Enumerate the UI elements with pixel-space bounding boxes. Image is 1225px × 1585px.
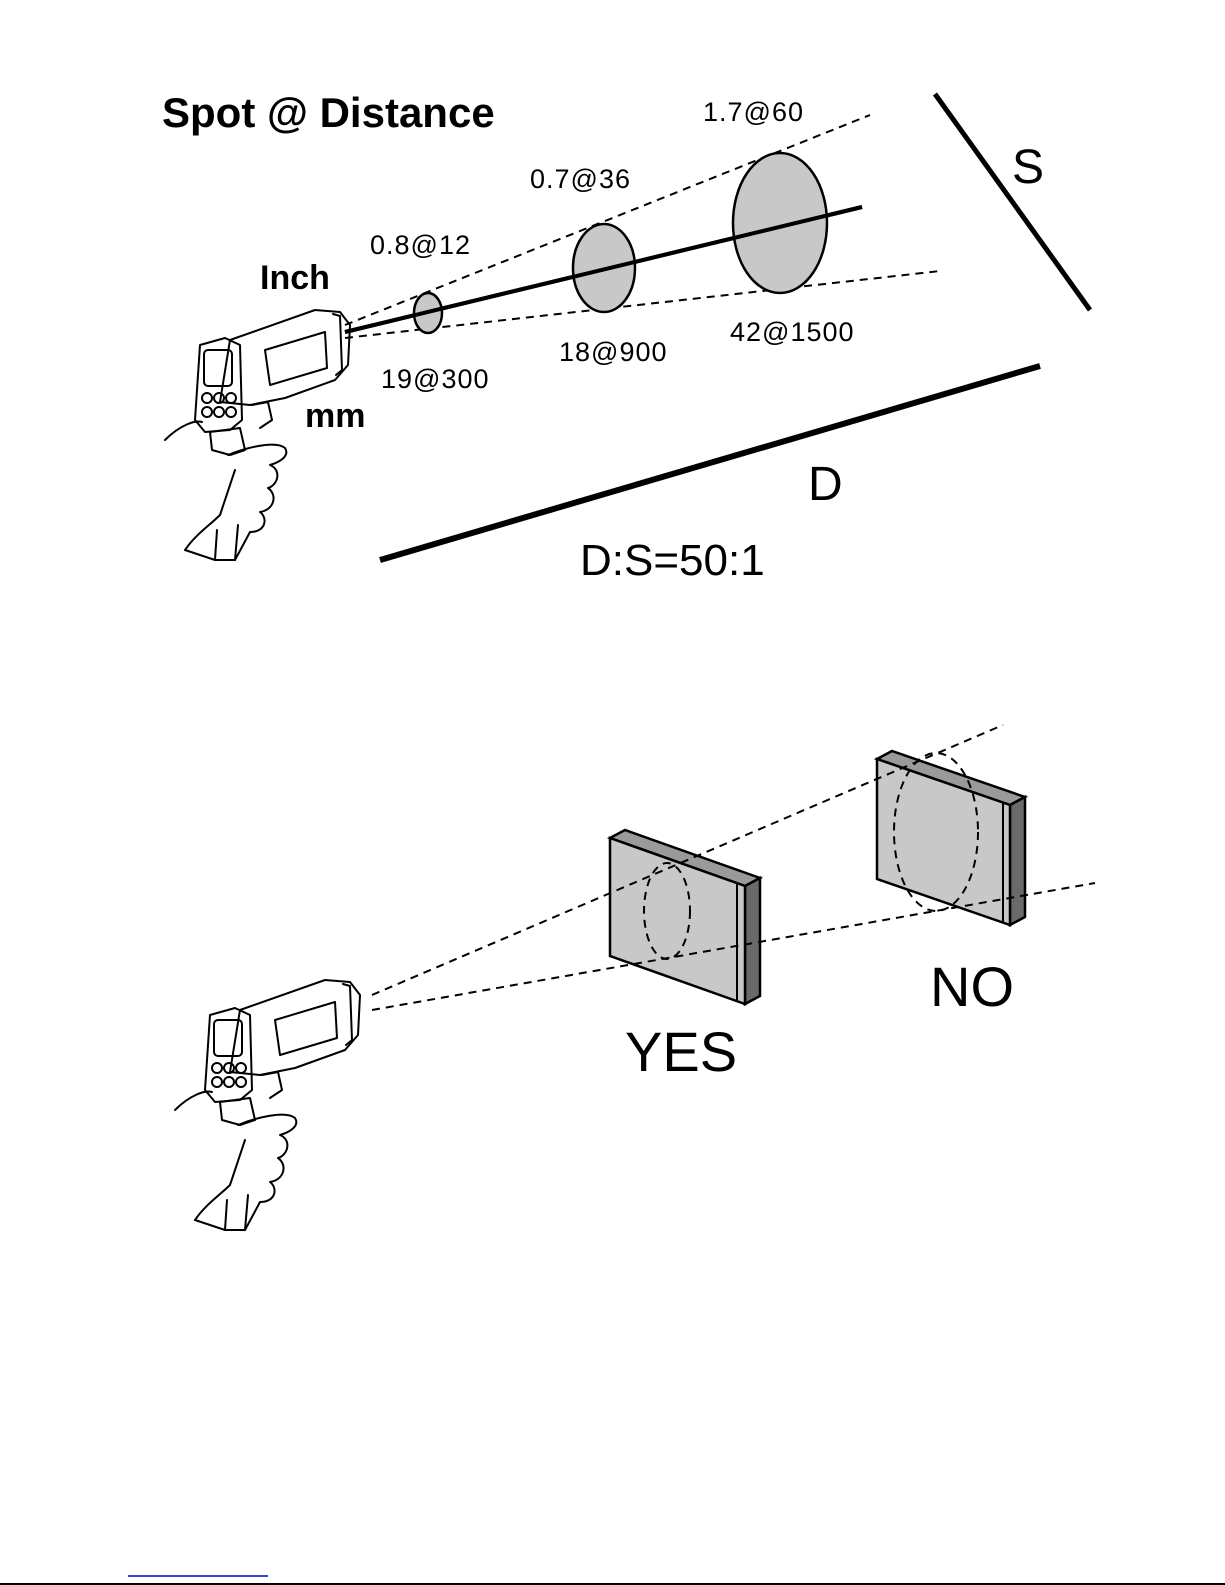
mm-label-2: 18@900 bbox=[559, 337, 668, 367]
d-axis-line bbox=[380, 366, 1040, 560]
target-no-box bbox=[877, 751, 1025, 925]
thermometer-gun-icon bbox=[165, 310, 350, 560]
diagram-title: Spot @ Distance bbox=[162, 89, 495, 136]
inch-label-2: 0.7@36 bbox=[530, 164, 631, 194]
thermometer-gun-icon-2 bbox=[175, 980, 360, 1230]
unit-inch-label: Inch bbox=[260, 259, 330, 297]
target-yes-box bbox=[610, 830, 760, 1004]
unit-mm-label: mm bbox=[305, 397, 365, 435]
s-axis-label: S bbox=[1012, 141, 1044, 194]
inch-label-3: 1.7@60 bbox=[703, 97, 804, 127]
yes-label: YES bbox=[625, 1020, 737, 1083]
ds-ratio-label: D:S=50:1 bbox=[580, 536, 765, 585]
no-label: NO bbox=[930, 955, 1014, 1018]
d-axis-label: D bbox=[808, 458, 843, 511]
inch-label-1: 0.8@12 bbox=[370, 230, 471, 260]
mm-label-1: 19@300 bbox=[381, 364, 490, 394]
target-size-diagram: YES NO bbox=[175, 725, 1095, 1230]
spot-large bbox=[733, 153, 827, 293]
spot-distance-diagram: Spot @ Distance 0.8@12 0.7@36 1.7@60 19@… bbox=[162, 89, 1090, 585]
s-axis-line bbox=[935, 94, 1090, 310]
mm-label-3: 42@1500 bbox=[730, 317, 855, 347]
